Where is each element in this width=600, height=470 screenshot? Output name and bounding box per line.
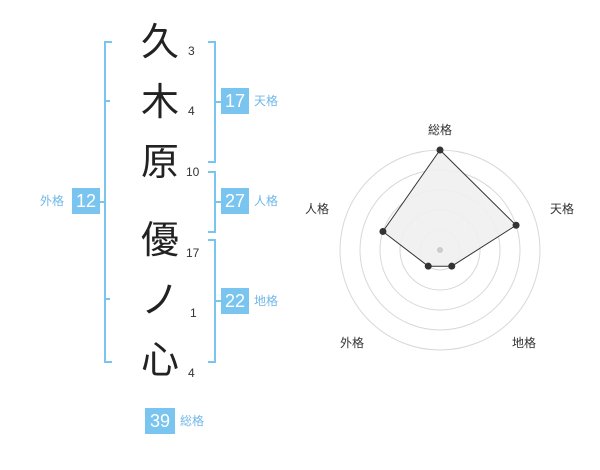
chikaku-score-badge: 22 <box>221 288 249 314</box>
gaikaku-connector <box>96 201 104 203</box>
gaikaku-bracket-tick <box>104 100 110 102</box>
radar-axis-label-soukaku: 総格 <box>428 123 453 137</box>
radar-center-dot <box>437 247 443 253</box>
jinkaku-bracket <box>208 171 216 233</box>
soukaku-label: 総格 <box>180 414 205 428</box>
radar-point-3 <box>448 262 456 270</box>
name-char-4: 優 <box>140 218 179 262</box>
stroke-count-5: 1 <box>190 306 197 320</box>
radar-point-5 <box>379 227 387 235</box>
radar-axis-label-gaikaku: 外格 <box>340 336 365 350</box>
tenkaku-connector <box>216 101 222 103</box>
stroke-count-3: 10 <box>186 165 200 179</box>
gaikaku-bracket-tick <box>104 298 110 300</box>
chikaku-label: 地格 <box>254 294 279 308</box>
chikaku-bracket <box>208 239 216 363</box>
radar-point-2 <box>512 221 520 229</box>
tenkaku-label: 天格 <box>254 94 279 108</box>
jinkaku-score-badge: 27 <box>221 188 249 214</box>
tenkaku-bracket <box>208 41 216 163</box>
stroke-count-4: 17 <box>186 246 200 260</box>
jinkaku-connector <box>216 201 222 203</box>
jinkaku-label: 人格 <box>254 194 279 208</box>
radar-points <box>379 146 520 270</box>
name-char-6: 心 <box>140 338 179 382</box>
radar-axis-label-tenkaku: 天格 <box>550 202 575 216</box>
radar-score-polygon <box>382 149 517 267</box>
radar-point-4 <box>424 262 432 270</box>
gaikaku-label: 外格 <box>40 194 65 208</box>
name-char-5: ノ <box>140 278 179 322</box>
stroke-count-1: 3 <box>188 44 195 58</box>
chikaku-connector <box>216 300 222 302</box>
stroke-count-6: 4 <box>188 366 195 380</box>
radar-axis-label-chikaku: 地格 <box>512 336 537 350</box>
name-char-2: 木 <box>140 80 179 124</box>
name-char-1: 久 <box>140 20 179 64</box>
name-char-3: 原 <box>140 140 179 184</box>
gaikaku-bracket <box>104 41 112 363</box>
radar-chart <box>339 146 541 351</box>
radar-axis-label-jinkaku: 人格 <box>305 202 330 216</box>
tenkaku-score-badge: 17 <box>221 88 249 114</box>
stroke-count-2: 4 <box>188 104 195 118</box>
soukaku-score-badge: 39 <box>145 408 175 434</box>
gaikaku-score-badge: 12 <box>72 188 100 214</box>
radar-point-1 <box>436 146 444 154</box>
